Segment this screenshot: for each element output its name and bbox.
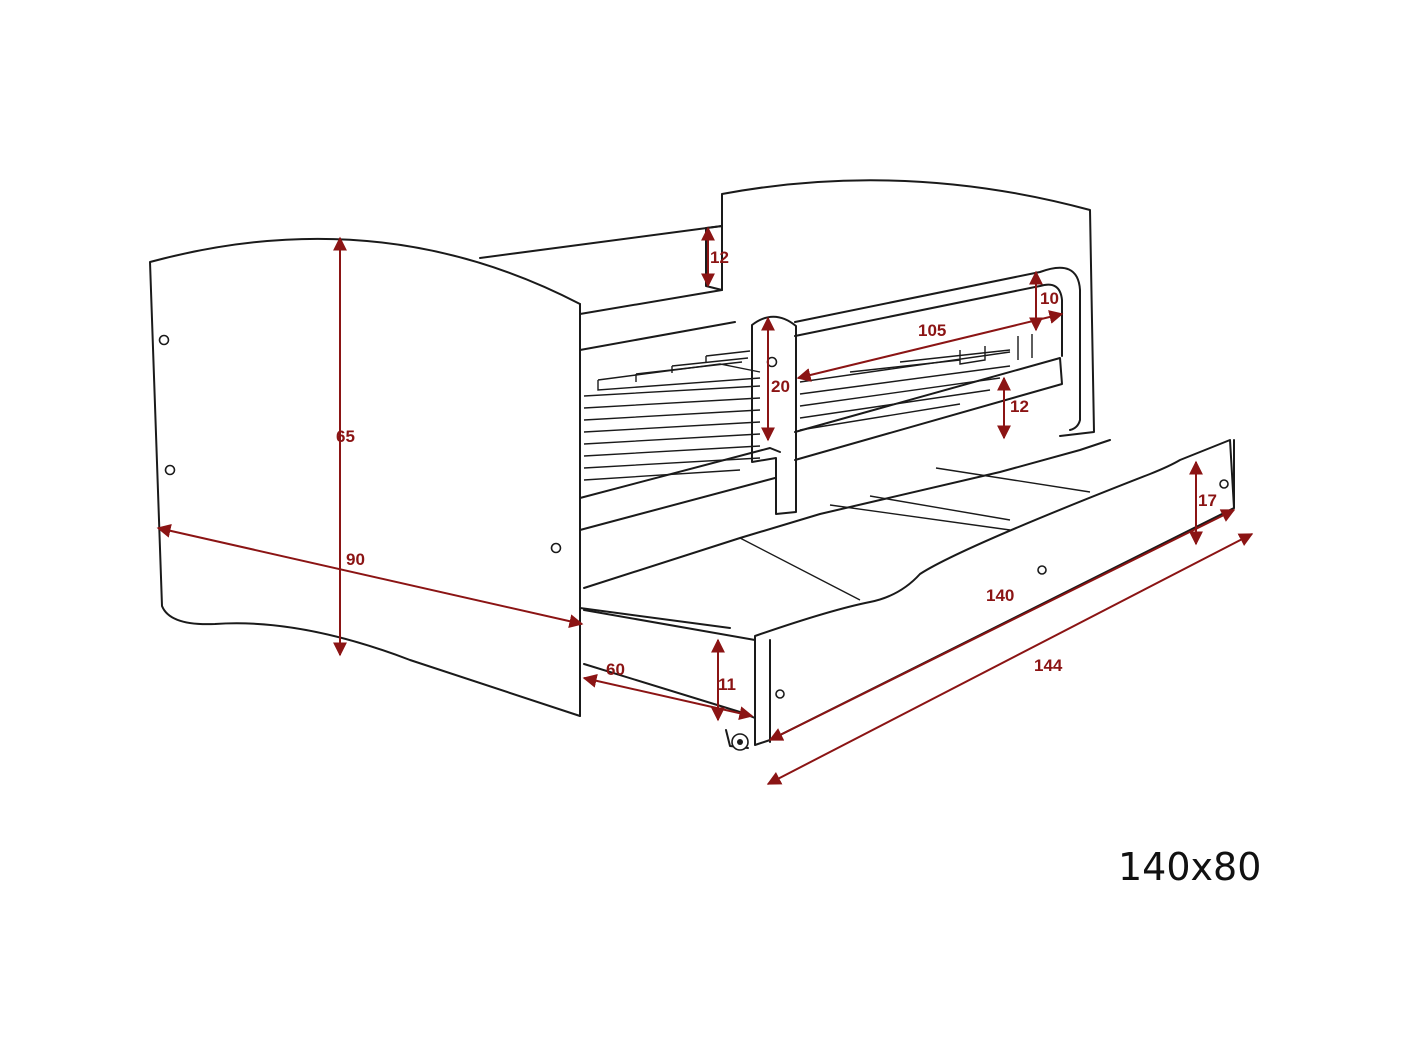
label-rail-bottom-height: 12 bbox=[1010, 397, 1029, 416]
safety-rail-post bbox=[751, 315, 797, 515]
caster-wheel bbox=[725, 729, 749, 751]
bed-drawing bbox=[149, 179, 1235, 751]
label-bed-depth: 90 bbox=[346, 550, 365, 569]
label-headboard-height: 65 bbox=[336, 427, 355, 446]
foot-headboard bbox=[721, 179, 1095, 437]
bed-size-label: 140x80 bbox=[1118, 845, 1261, 889]
back-wall bbox=[479, 225, 736, 351]
label-drawer-length: 140 bbox=[986, 586, 1014, 605]
drawer-floor bbox=[583, 439, 1111, 589]
drawer-back-edge bbox=[579, 607, 731, 629]
rail-inner-bracket bbox=[959, 334, 1033, 365]
dimension-labels: 65 90 12 10 105 20 12 17 140 144 60 11 bbox=[336, 248, 1217, 694]
label-rail-gap: 20 bbox=[771, 377, 790, 396]
label-drawer-front-height: 17 bbox=[1198, 491, 1217, 510]
head-headboard bbox=[149, 237, 581, 717]
safety-rail bbox=[794, 266, 1081, 431]
label-drawer-side-height: 11 bbox=[718, 675, 736, 694]
label-rail-length: 105 bbox=[918, 321, 946, 340]
dimension-lines bbox=[156, 226, 1254, 785]
dim-line-140 bbox=[768, 509, 1236, 741]
dim-line-105 bbox=[796, 310, 1064, 382]
label-total-length: 144 bbox=[1034, 656, 1063, 675]
dim-line-144 bbox=[766, 533, 1254, 785]
label-back-panel-height: 12 bbox=[710, 248, 729, 267]
label-drawer-depth: 60 bbox=[606, 660, 625, 679]
front-side-board bbox=[579, 357, 1063, 531]
label-rail-top-height: 10 bbox=[1040, 289, 1059, 308]
dim-line-90 bbox=[156, 523, 584, 629]
